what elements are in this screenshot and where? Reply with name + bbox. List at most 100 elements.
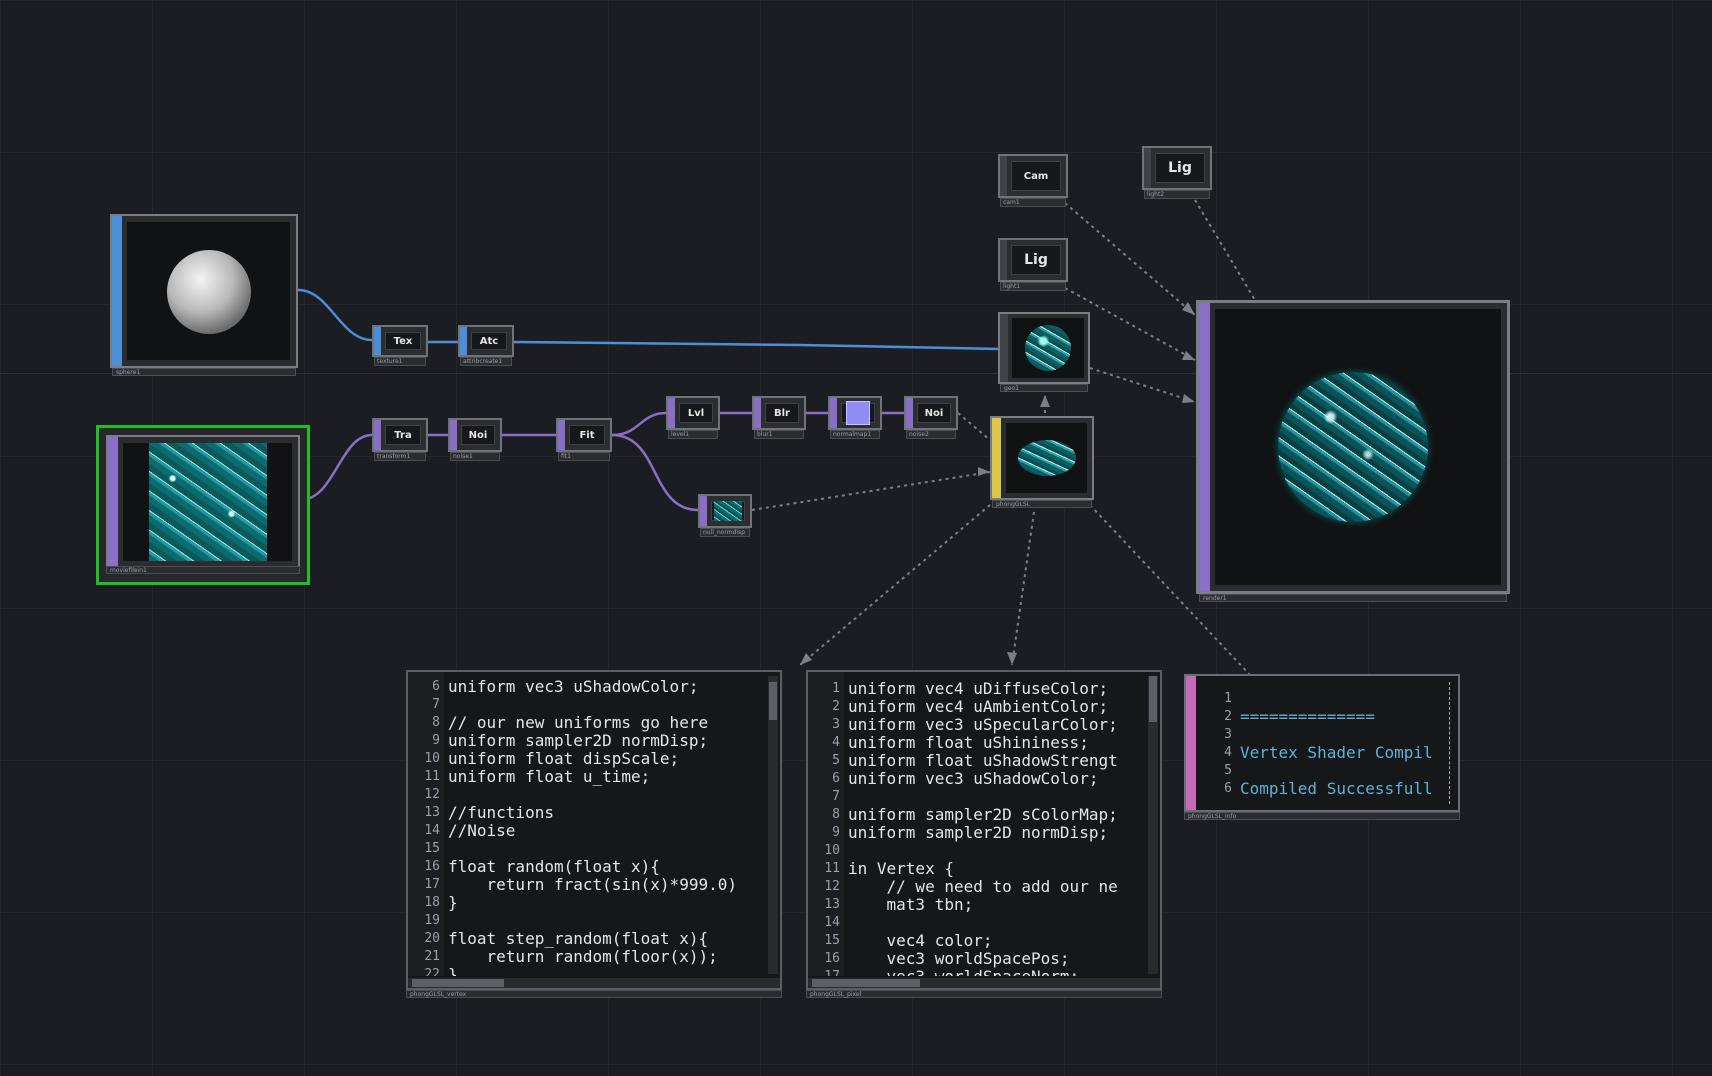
vertical-scroll-thumb[interactable] [1149,676,1157,722]
code-line: 15 vec4 color; [808,932,1146,950]
texture-op[interactable]: Tex texture1 [372,325,428,366]
op-name: noise1 [450,452,500,461]
code-line: 14//Noise [408,822,766,840]
horizontal-scroll-thumb[interactable] [812,979,920,987]
normdisp-preview [714,501,742,521]
line-number: 9 [432,733,440,748]
code-line: 19 [408,912,766,930]
line-number: 8 [832,807,840,822]
code-line: 21 return random(floor(x)); [408,948,766,966]
line-text: // our new uniforms go here [448,713,709,732]
code-line: 4 Vertex Shader Compil [1200,744,1450,762]
attribcreate-op[interactable]: Atc attribcreate1 [458,325,514,366]
line-number: 1 [1224,691,1232,706]
op-name: cam1 [1000,198,1066,207]
geo-sphere-preview [1025,325,1071,371]
render-node[interactable]: render1 [1196,300,1510,602]
line-number: 21 [424,949,440,964]
info-edge [1449,682,1450,804]
transform-op[interactable]: Tra transform1 [372,418,428,461]
code-line: 7 [408,696,766,714]
render-viewer [1215,309,1501,585]
null-normdisp-op[interactable]: null_normdisp [698,494,752,537]
mat-preview [1017,440,1076,476]
normalmap-op[interactable]: normalmap1 [828,396,882,439]
line-text: float random(float x){ [448,857,660,876]
line-text: in Vertex { [848,859,954,878]
line-number: 11 [424,769,440,784]
op-name: transform1 [374,452,426,461]
line-number: 12 [424,787,440,802]
moviefilein-node[interactable]: moviefilein1 [96,425,310,585]
op-name: texture1 [374,357,426,366]
line-text: uniform float u_time; [448,767,651,786]
line-text: mat3 tbn; [848,895,974,914]
geo-node[interactable]: geo1 [998,312,1090,392]
level-op[interactable]: Lvl level1 [666,396,720,439]
light-op-2[interactable]: Lig light2 [1142,146,1212,199]
code-line: 17 vec3 worldSpaceNorm; [808,968,1146,977]
noise-op-2[interactable]: Noi noise2 [904,396,958,439]
op-label: Cam [1011,161,1061,191]
line-number: 10 [424,751,440,766]
op-name: attribcreate1 [460,357,512,366]
node-name: render1 [1199,594,1507,602]
network-axis-line [0,373,1712,374]
line-number: 10 [824,843,840,858]
water-texture-preview [148,443,267,561]
noise-op-1[interactable]: Noi noise1 [448,418,502,461]
line-number: 18 [424,895,440,910]
horizontal-scrollbar[interactable] [808,978,1160,988]
blur-op[interactable]: Blr blur1 [752,396,806,439]
sphere-viewer [127,222,290,360]
line-number: 6 [832,771,840,786]
movie-viewer [123,443,292,561]
op-label: Tex [385,332,421,350]
line-number: 20 [424,931,440,946]
line-number: 2 [832,699,840,714]
code-line: 3 [1200,726,1450,744]
line-text: return fract(sin(x)*999.0) [448,875,737,894]
line-text: Vertex Shader Compil [1240,743,1433,762]
line-number: 4 [1224,745,1232,760]
code-line: 16 vec3 worldSpacePos; [808,950,1146,968]
horizontal-scroll-thumb[interactable] [412,979,504,987]
code-line: 9 uniform sampler2D normDisp; [408,732,766,750]
op-name: normalmap1 [830,430,880,439]
op-name: noise2 [906,430,956,439]
line-number: 8 [432,715,440,730]
line-number: 14 [824,915,840,930]
line-number: 6 [1224,781,1232,796]
vertical-scroll-thumb[interactable] [769,682,777,720]
line-text: } [448,965,458,977]
camera-op[interactable]: Cam cam1 [998,154,1068,207]
line-text: uniform sampler2D normDisp; [448,731,709,750]
vertical-scrollbar[interactable] [1148,676,1158,974]
line-number: 11 [824,861,840,876]
line-text: uniform sampler2D normDisp; [848,823,1109,842]
light-op-1[interactable]: Lig light1 [998,238,1068,291]
op-label: Lvl [679,403,713,423]
vertical-scrollbar[interactable] [768,676,778,974]
line-number: 22 [424,967,440,976]
phong-glsl-mat-node[interactable]: phongGLSL [990,416,1094,508]
sphere-node[interactable]: sphere1 [110,214,298,376]
line-number: 15 [824,933,840,948]
op-name: light1 [1000,282,1066,291]
fit-op[interactable]: Fit fit1 [556,418,612,461]
normalmap-swatch [846,401,870,425]
code-line: 10 [808,842,1146,860]
line-text: uniform vec3 uSpecularColor; [848,715,1118,734]
horizontal-scrollbar[interactable] [408,978,780,988]
line-gutter [808,672,844,976]
op-label: Noi [917,403,951,423]
